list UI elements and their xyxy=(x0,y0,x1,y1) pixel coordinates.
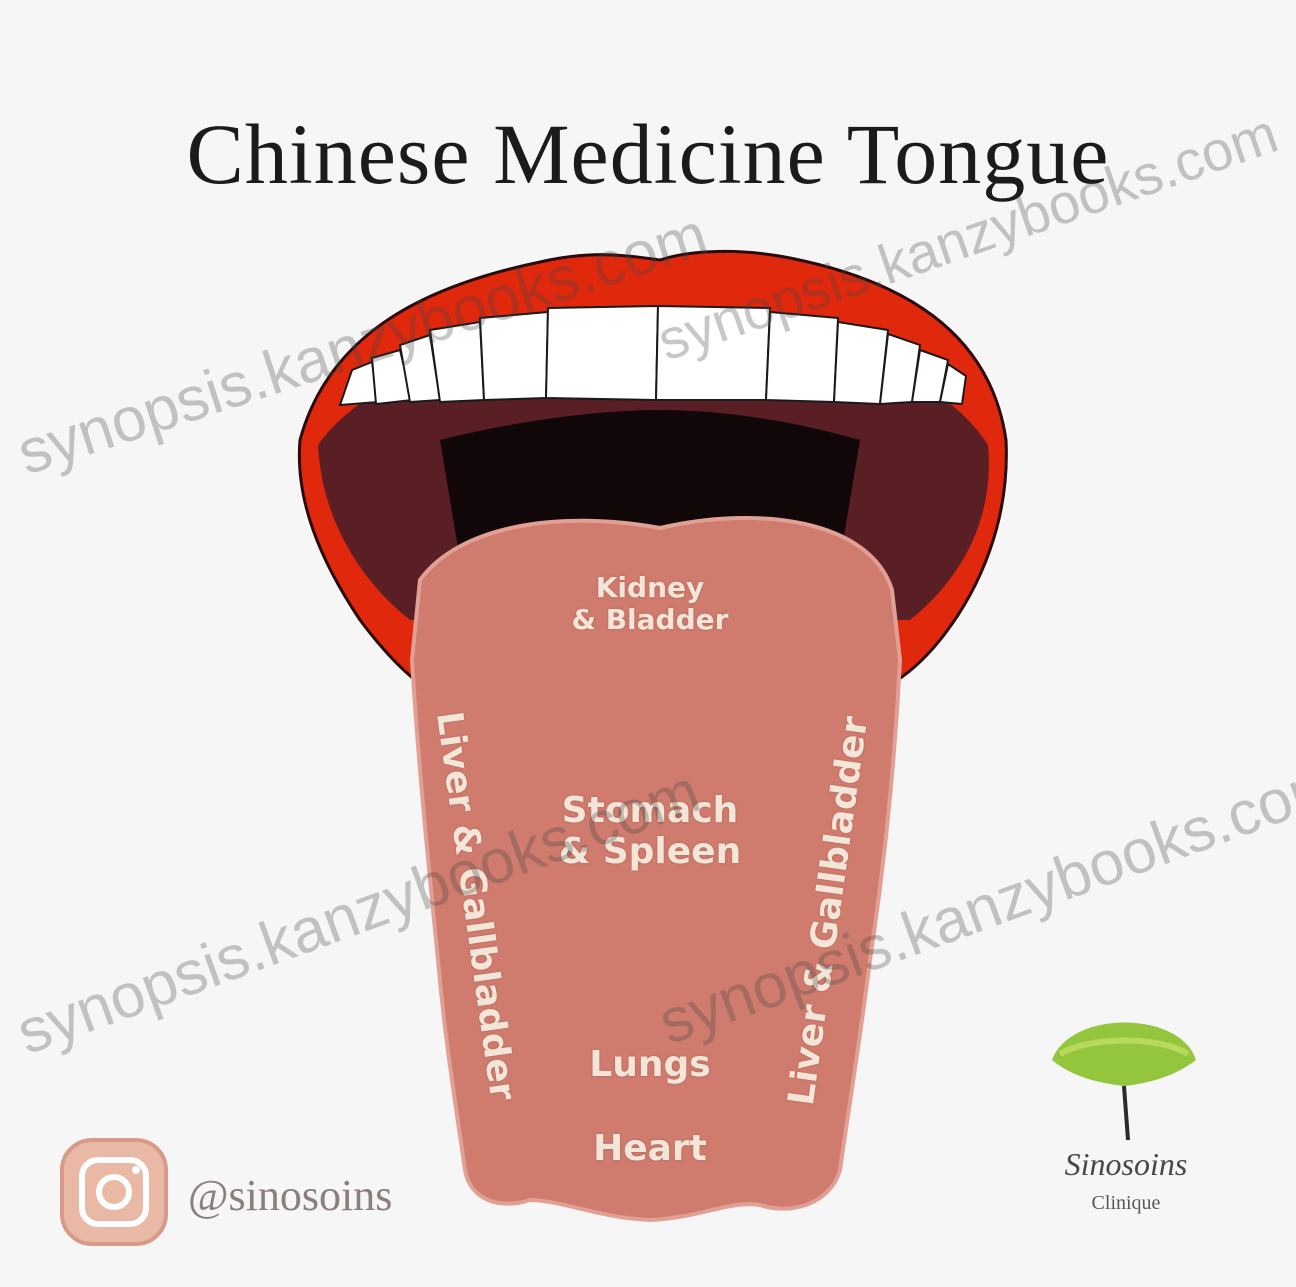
brand-subtitle: Clinique xyxy=(1036,1192,1216,1215)
social-handle[interactable]: @sinosoins xyxy=(188,1170,392,1221)
zone-heart-label: Heart xyxy=(593,1128,707,1169)
zone-kidney-bladder: Kidney & Bladder xyxy=(530,572,770,636)
zone-kidney-label: Kidney & Bladder xyxy=(572,571,729,636)
zone-heart: Heart xyxy=(560,1128,740,1169)
brand-name: Sinosoins xyxy=(1036,1146,1216,1183)
ginkgo-leaf-icon xyxy=(1052,1023,1196,1141)
instagram-icon xyxy=(62,1140,166,1244)
zone-lungs: Lungs xyxy=(560,1044,740,1085)
